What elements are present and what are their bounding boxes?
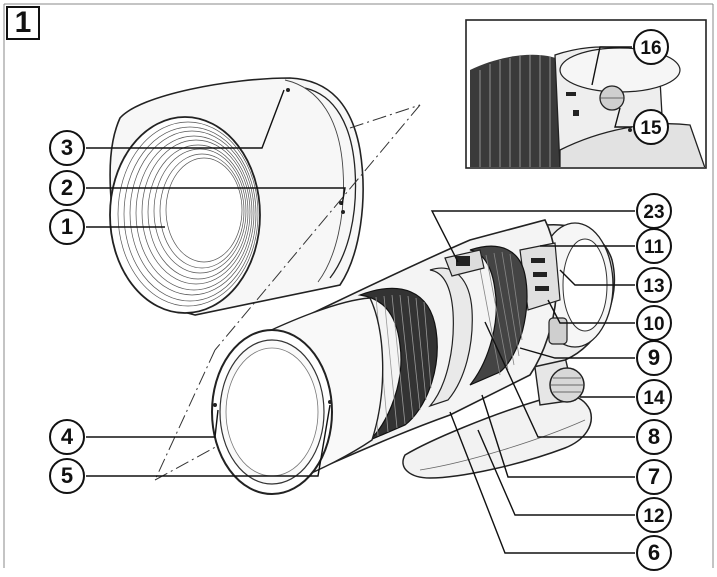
callout-2: 2 <box>49 170 85 206</box>
lens-hood <box>109 77 364 316</box>
callout-circle <box>636 267 672 303</box>
callout-16: 16 <box>633 29 669 65</box>
callout-circle <box>636 497 672 533</box>
callout-23: 23 <box>636 193 672 229</box>
callout-number: 8 <box>648 424 660 449</box>
callout-circle <box>49 458 85 494</box>
callout-number: 15 <box>640 118 662 139</box>
callout-circle <box>49 419 85 455</box>
callout-number: 5 <box>61 463 73 488</box>
callout-circle <box>49 170 85 206</box>
callout-number: 10 <box>643 314 664 335</box>
callout-number: 13 <box>643 276 664 297</box>
callout-number: 11 <box>644 237 665 258</box>
callout-6: 6 <box>636 535 672 571</box>
callout-circle <box>636 305 672 341</box>
callout-14: 14 <box>636 379 672 415</box>
callout-number: 3 <box>61 135 73 160</box>
callout-circle <box>633 29 669 65</box>
callout-circle <box>636 459 672 495</box>
callout-10: 10 <box>636 305 672 341</box>
callout-number: 23 <box>643 202 664 223</box>
callout-12: 12 <box>636 497 672 533</box>
callout-circle <box>49 209 85 245</box>
callout-circle <box>633 109 669 145</box>
callout-circle <box>636 193 672 229</box>
callout-15: 15 <box>633 109 669 145</box>
callout-4: 4 <box>49 419 85 455</box>
panel-label: 1 <box>6 6 40 40</box>
callout-7: 7 <box>636 459 672 495</box>
callout-circle <box>636 535 672 571</box>
main-lens <box>211 219 616 495</box>
callout-8: 8 <box>636 419 672 455</box>
callout-number: 2 <box>61 175 73 200</box>
callout-circle <box>636 379 672 415</box>
callout-number: 14 <box>643 388 665 409</box>
detail-inset <box>465 19 707 169</box>
callout-number: 6 <box>648 540 660 565</box>
callout-9: 9 <box>636 340 672 376</box>
callout-number: 1 <box>61 214 73 239</box>
callout-circle <box>636 419 672 455</box>
callout-11: 11 <box>636 228 672 264</box>
callout-circle <box>49 130 85 166</box>
callout-number: 16 <box>640 38 661 59</box>
callout-number: 7 <box>648 464 660 489</box>
callout-number: 9 <box>648 345 660 370</box>
callout-number: 4 <box>61 424 74 449</box>
callout-1: 1 <box>49 209 85 245</box>
callout-number: 12 <box>643 506 664 527</box>
callout-5: 5 <box>49 458 85 494</box>
callout-3: 3 <box>49 130 85 166</box>
callout-13: 13 <box>636 267 672 303</box>
